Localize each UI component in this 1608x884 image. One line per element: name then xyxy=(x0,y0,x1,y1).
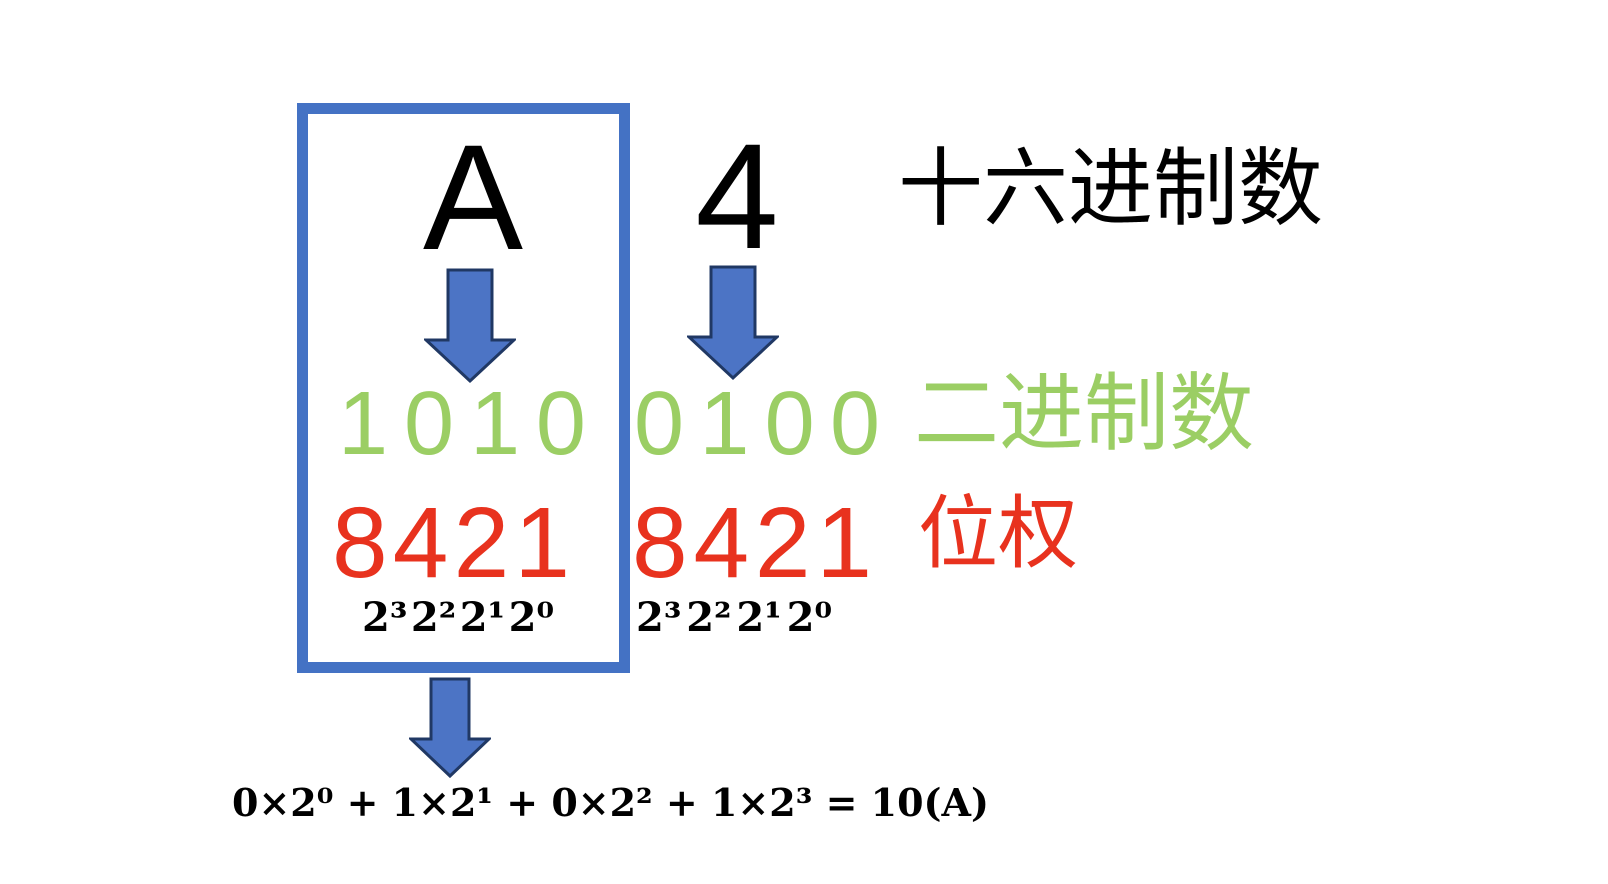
weight-digit: 4 xyxy=(693,487,750,599)
weight-digit: 1 xyxy=(816,487,872,599)
down-arrow-icon xyxy=(409,677,491,779)
hex-row-label: 十六进制数 xyxy=(898,142,1324,237)
power-of-two: 2² xyxy=(686,594,732,641)
hex-a-highlight-box xyxy=(297,103,630,673)
power-of-two: 2¹ xyxy=(736,594,782,641)
binary-digit: 1 xyxy=(699,374,750,474)
binary-digit: 0 xyxy=(403,374,455,474)
binary-digit: 0 xyxy=(634,374,685,474)
weight-row-label: 位权 xyxy=(918,489,1078,578)
weight-digit: 4 xyxy=(392,487,449,599)
weight-digit: 2 xyxy=(754,487,811,599)
power-of-two: 2⁰ xyxy=(508,594,554,641)
power-of-two: 2³ xyxy=(636,594,682,641)
binary-digit: 1 xyxy=(469,374,520,474)
power-of-two: 2⁰ xyxy=(786,594,832,641)
binary-row-label: 二进制数 xyxy=(914,367,1255,462)
weight-digit: 8 xyxy=(332,487,388,599)
binary-digit: 0 xyxy=(829,374,880,474)
down-arrow-icon xyxy=(424,268,516,384)
binary-digit: 0 xyxy=(535,374,586,474)
power-of-two: 2¹ xyxy=(459,594,506,641)
hex-digit-a: A xyxy=(422,113,524,281)
weight-digit: 8 xyxy=(632,487,688,599)
weight-digit: 1 xyxy=(514,487,570,599)
power-of-two: 2³ xyxy=(362,594,408,641)
binary-digit: 0 xyxy=(764,374,815,474)
conversion-formula: 0×2⁰ + 1×2¹ + 0×2² + 1×2³ = 10(A) xyxy=(232,780,989,825)
down-arrow-icon xyxy=(687,265,779,381)
power-of-two: 2² xyxy=(410,594,457,641)
binary-digit: 1 xyxy=(338,374,389,474)
weight-digit: 2 xyxy=(453,487,510,599)
hex-digit-4: 4 xyxy=(695,112,779,280)
